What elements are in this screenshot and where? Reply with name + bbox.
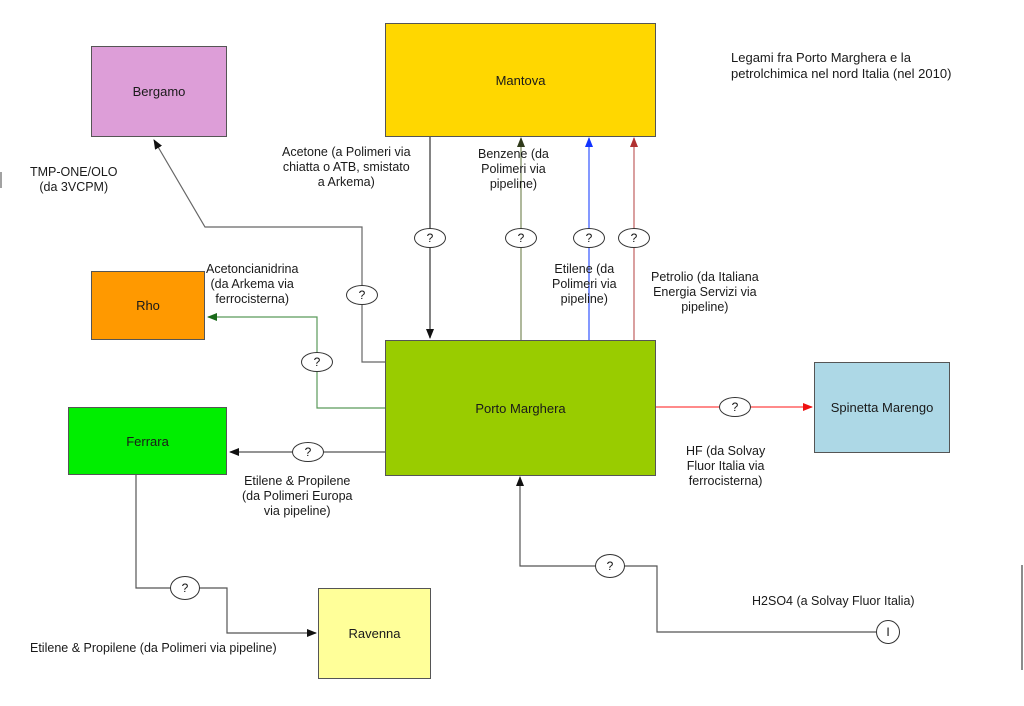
node-ferrara-label: Ferrara — [126, 433, 169, 449]
node-bergamo[interactable]: Bergamo — [91, 46, 227, 137]
title-line-2: petrolchimica nel nord Italia (nel 2010) — [731, 66, 952, 81]
label-line: Etilene (da — [554, 262, 615, 276]
node-porto-marghera-label: Porto Marghera — [475, 401, 566, 416]
node-mantova[interactable]: Mantova — [385, 23, 656, 137]
marker-petrolio[interactable]: ? — [618, 228, 650, 248]
marker-benzene[interactable]: ? — [505, 228, 537, 248]
edge-tmp-label: TMP-ONE/OLO (da 3VCPM) — [30, 165, 118, 195]
edge-hf-label: HF (da Solvay Fluor Italia via ferrocist… — [686, 444, 765, 489]
marker-etilene-mantova[interactable]: ? — [573, 228, 605, 248]
label-line: Benzene (da — [478, 147, 549, 161]
label-line: via pipeline) — [263, 504, 331, 518]
marker-h2so4-end[interactable]: I — [876, 620, 900, 644]
node-ferrara[interactable]: Ferrara — [68, 407, 227, 475]
edge-etilene-ferrara-label: Etilene & Propilene (da Polimeri Europa … — [242, 474, 352, 519]
label-line: Polimeri via — [481, 162, 546, 176]
edge-etilene-ravenna-line — [135, 475, 317, 637]
marker-h2so4[interactable]: ? — [595, 554, 625, 578]
title-line-1: Legami fra Porto Marghera e la — [731, 50, 911, 65]
label-line: Energia Servizi via — [653, 285, 757, 299]
node-porto-marghera[interactable]: Porto Marghera — [385, 340, 656, 476]
label-line: Etilene & Propilene — [244, 474, 351, 488]
node-bergamo-label: Bergamo — [132, 84, 186, 99]
node-ravenna-label: Ravenna — [348, 626, 401, 641]
edge-etilene-ravenna-label: Etilene & Propilene (da Polimeri via pip… — [30, 641, 277, 656]
edge-etilene-mantova-label: Etilene (da Polimeri via pipeline) — [552, 262, 617, 307]
edge-petrolio-label: Petrolio (da Italiana Energia Servizi vi… — [651, 270, 759, 315]
edge-acetoncianidrina-label: Acetoncianidrina (da Arkema via ferrocis… — [206, 262, 298, 307]
edge-benzene-label: Benzene (da Polimeri via pipeline) — [478, 147, 549, 192]
label-line: TMP-ONE/OLO — [30, 165, 118, 179]
marker-etilene-ravenna[interactable]: ? — [170, 576, 200, 600]
label-line: Polimeri via — [552, 277, 617, 291]
label-line: Acetone (a Polimeri via — [282, 145, 411, 159]
label-line: (da 3VCPM) — [39, 180, 109, 194]
marker-acetone[interactable]: ? — [414, 228, 446, 248]
label-line: H2SO4 (a Solvay Fluor Italia) — [752, 594, 915, 608]
node-rho[interactable]: Rho — [91, 271, 205, 340]
label-line: pipeline) — [560, 292, 608, 306]
label-line: Fluor Italia via — [686, 459, 765, 473]
label-line: ferrocisterna) — [215, 292, 290, 306]
label-line: a Arkema) — [317, 175, 375, 189]
label-line: Petrolio (da Italiana — [651, 270, 759, 284]
label-line: (da Polimeri Europa — [242, 489, 353, 503]
label-line: Etilene & Propilene (da Polimeri via pip… — [30, 641, 277, 655]
label-line: (da Arkema via — [210, 277, 294, 291]
node-rho-label: Rho — [136, 298, 160, 313]
node-ravenna[interactable]: Ravenna — [318, 588, 431, 679]
edge-acetone-label: Acetone (a Polimeri via chiatta o ATB, s… — [282, 145, 411, 190]
label-line: chiatta o ATB, smistato — [282, 160, 410, 174]
node-spinetta-marengo[interactable]: Spinetta Marengo — [814, 362, 950, 453]
marker-acetoncianidrina[interactable]: ? — [301, 352, 333, 372]
edge-acetoncianidrina-line — [207, 313, 385, 409]
marker-tmp[interactable]: ? — [346, 285, 378, 305]
label-line: HF (da Solvay — [686, 444, 766, 458]
node-spinetta-label: Spinetta Marengo — [830, 400, 934, 415]
node-mantova-label: Mantova — [495, 72, 546, 88]
label-line: ferrocisterna) — [688, 474, 763, 488]
diagram-title: Legami fra Porto Marghera e la petrolchi… — [731, 50, 951, 82]
edge-tmp-line — [153, 139, 385, 363]
label-line: pipeline) — [681, 300, 729, 314]
label-line: Acetoncianidrina — [206, 262, 299, 276]
edge-h2so4-label: H2SO4 (a Solvay Fluor Italia) — [752, 594, 915, 609]
marker-hf[interactable]: ? — [719, 397, 751, 417]
label-line: pipeline) — [489, 177, 538, 191]
edge-h2so4-line — [516, 476, 876, 633]
marker-etilene-ferrara[interactable]: ? — [292, 442, 324, 462]
